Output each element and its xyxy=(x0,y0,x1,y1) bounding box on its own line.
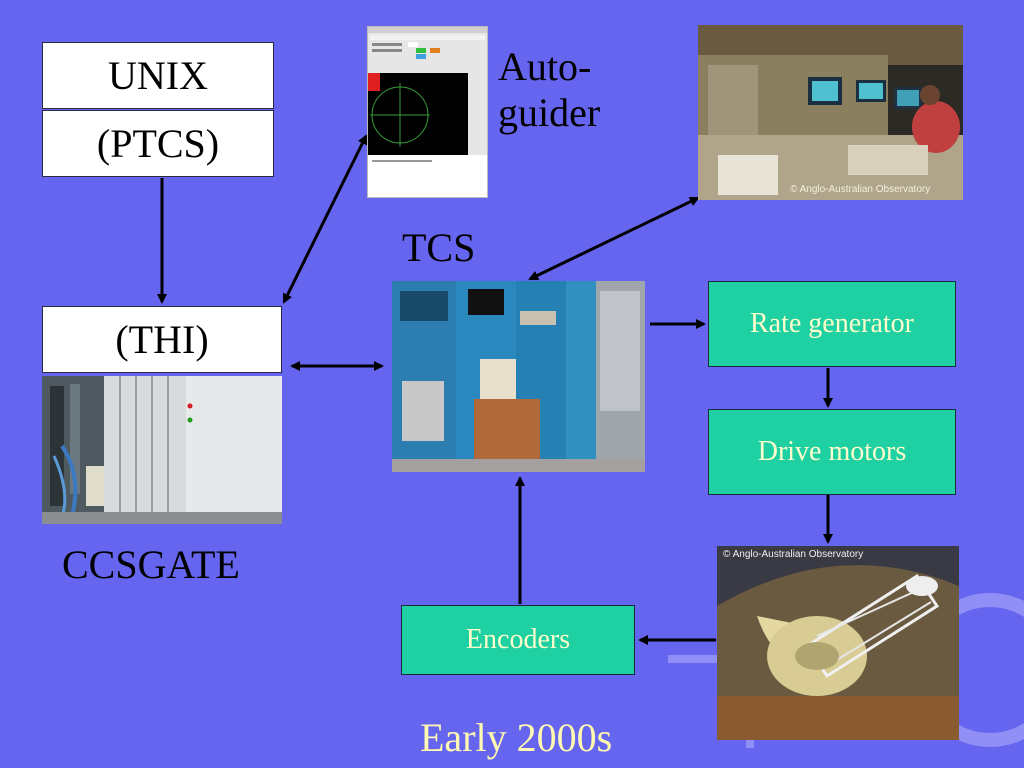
thi-box: (THI) xyxy=(42,306,282,373)
unix-box: UNIX xyxy=(42,42,274,109)
telescope-illustration xyxy=(717,546,959,740)
encoders-box: Encoders xyxy=(401,605,635,675)
telescope-photo: © Anglo-Australian Observatory xyxy=(717,546,959,740)
autoguider-gui-illustration xyxy=(368,27,487,197)
rate-generator-box: Rate generator xyxy=(708,281,956,367)
tcs-racks-illustration xyxy=(392,281,645,472)
tcs-label: TCS xyxy=(402,225,476,270)
control-room-photo: © Anglo-Australian Observatory xyxy=(698,25,963,200)
control-room-illustration xyxy=(698,25,963,200)
autoguider-screenshot xyxy=(367,26,488,198)
autoguider-label: Auto- guider xyxy=(498,44,601,135)
arrow-thi-autoguider xyxy=(282,134,368,304)
ptcs-box: (PTCS) xyxy=(42,110,274,177)
ccsgate-label: CCSGATE xyxy=(62,542,240,587)
tcs-hardware-photo xyxy=(392,281,645,472)
era-caption: Early 2000s xyxy=(420,715,613,760)
ccsgate-hardware-photo xyxy=(42,376,282,524)
telescope-credit: © Anglo-Australian Observatory xyxy=(723,549,864,560)
drive-motors-box: Drive motors xyxy=(708,409,956,495)
control-room-credit: © Anglo-Australian Observatory xyxy=(790,184,931,195)
arrow-tcs-control-room xyxy=(528,196,700,281)
ccsgate-crate-illustration xyxy=(42,376,282,524)
